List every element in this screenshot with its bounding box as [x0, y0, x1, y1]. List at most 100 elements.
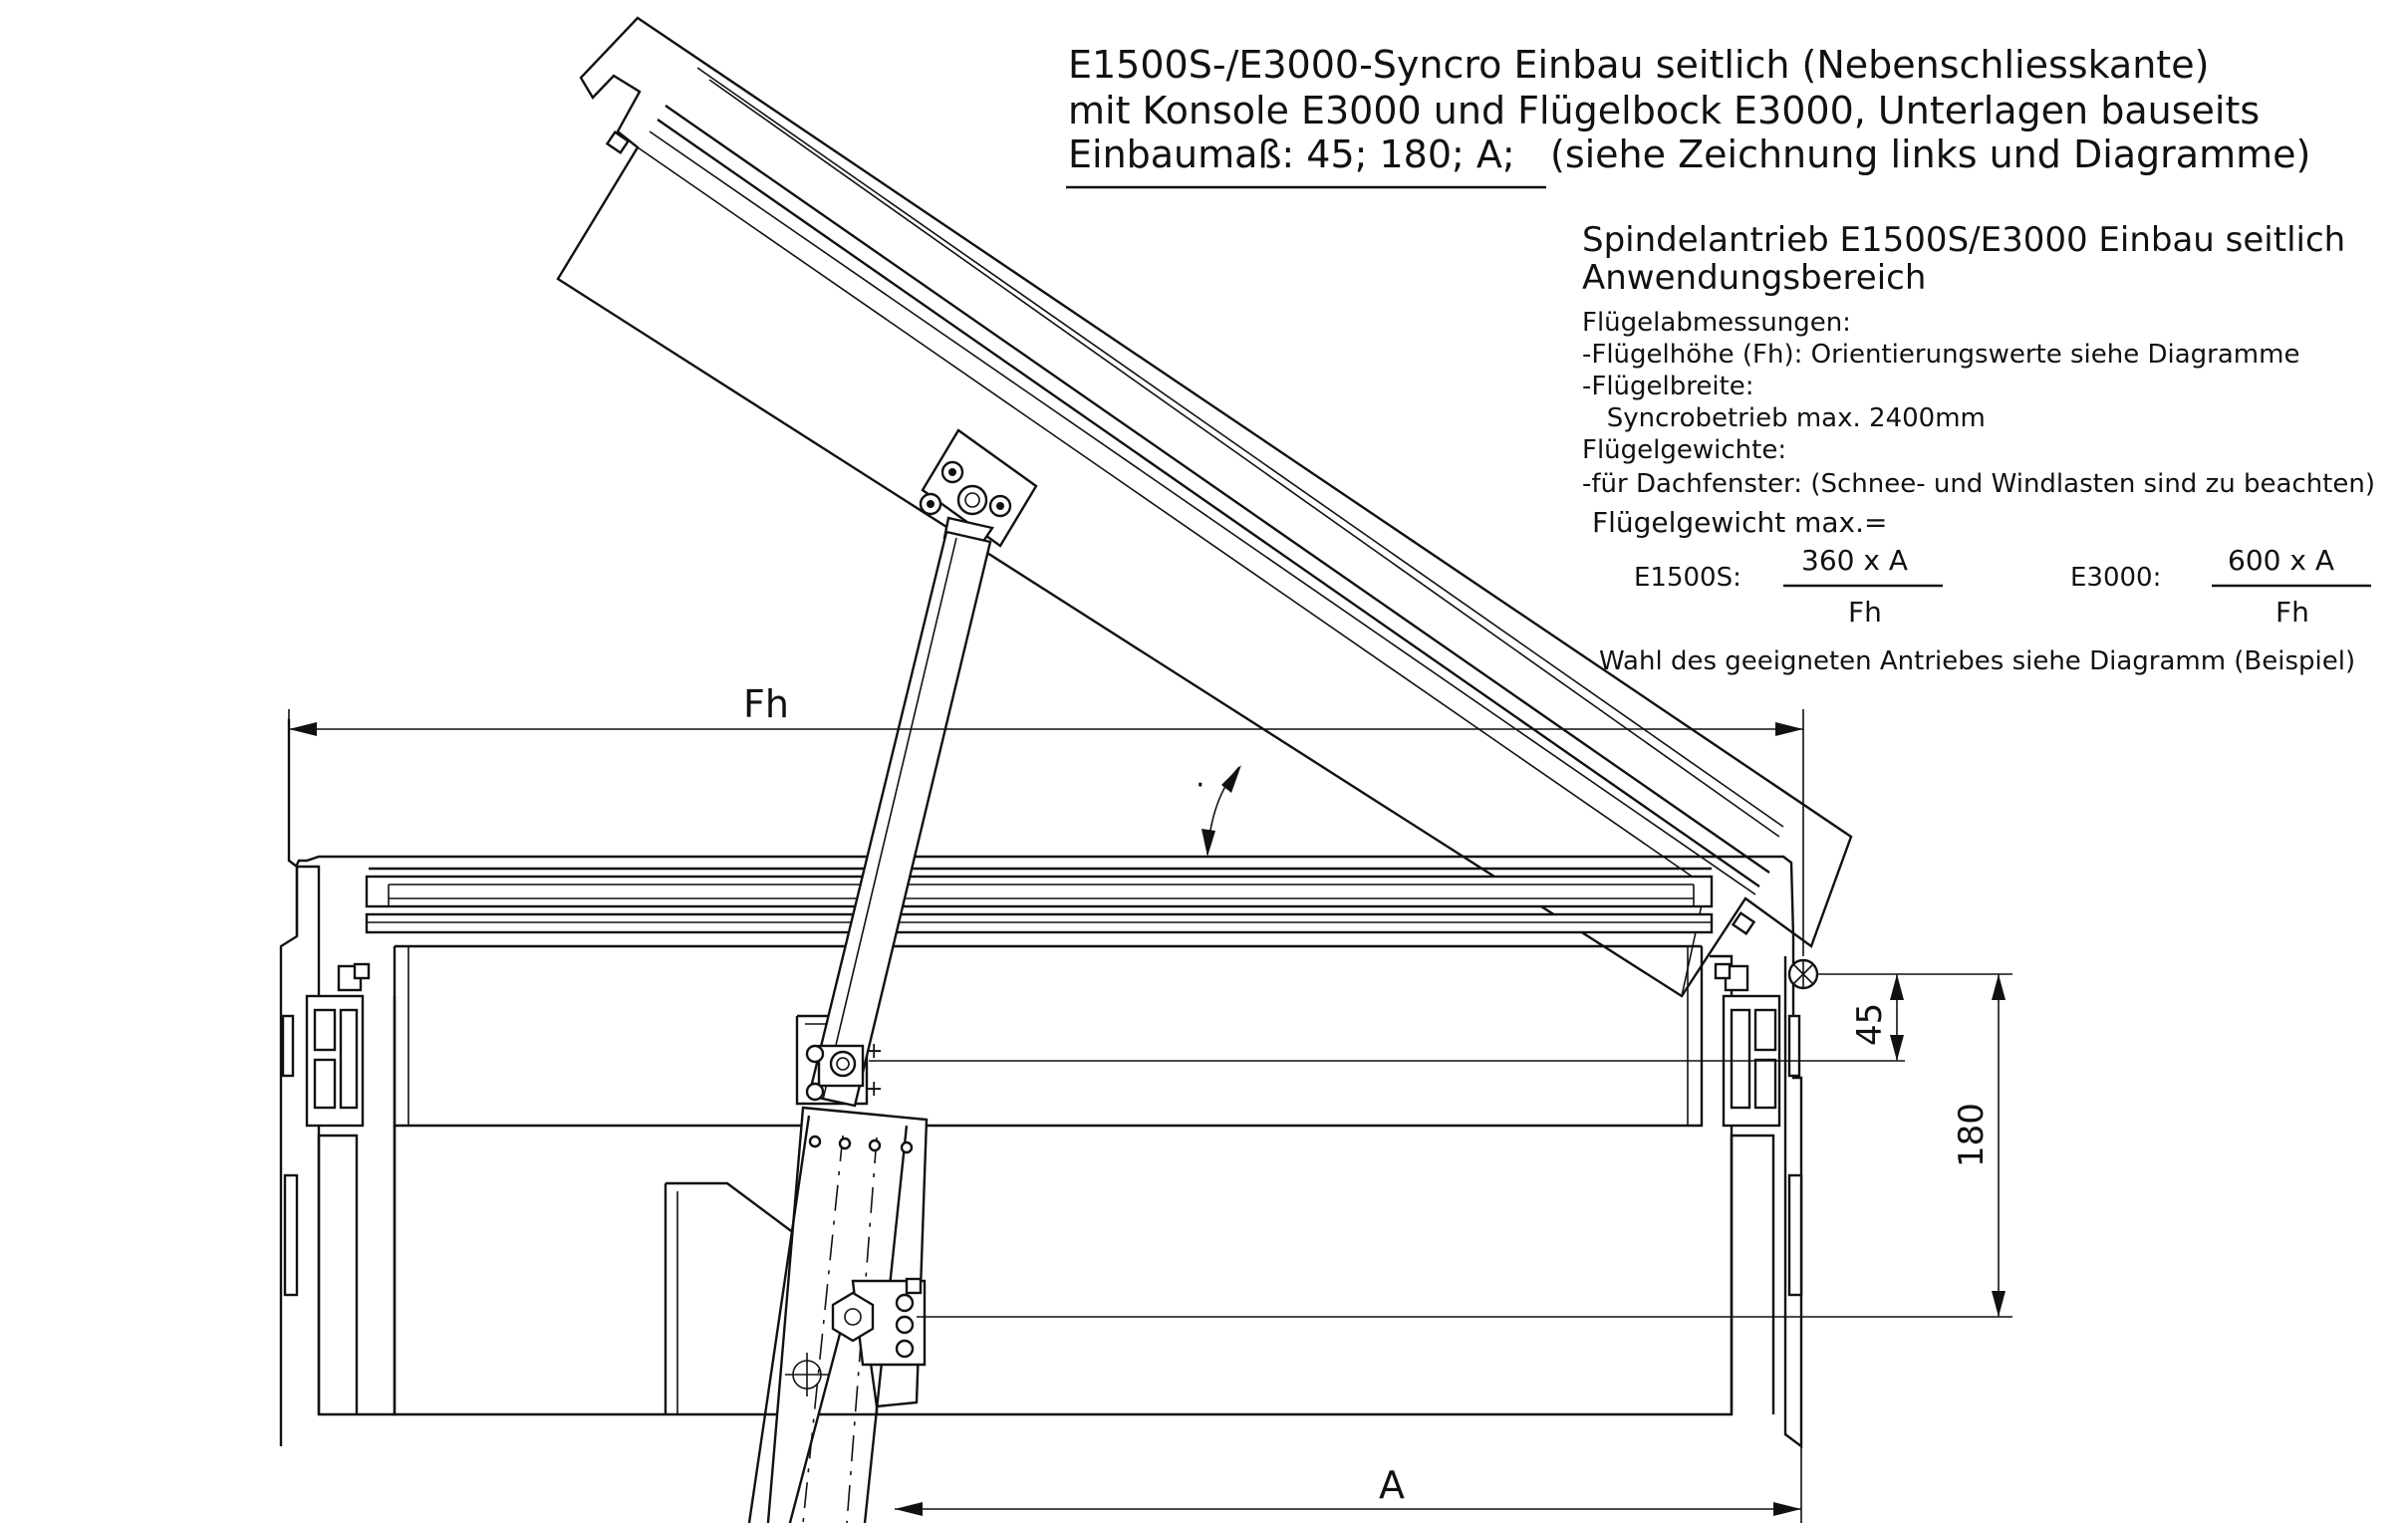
title-text: E1500S-/E3000-Syncro Einbau seitlich (Ne… — [1068, 43, 2209, 87]
console-pivot-bolt-icon — [829, 1050, 857, 1078]
spec-line: -Flügelbreite: — [1582, 372, 1754, 401]
lower-mount-nut-icon — [831, 1291, 875, 1343]
dimension-180: 180 — [917, 974, 2012, 1318]
actuator-hole-icon — [808, 1135, 822, 1148]
actuator-centerline — [846, 1137, 878, 1523]
a-label: A — [1379, 1463, 1405, 1507]
dim45-arrow-bottom — [1890, 1035, 1904, 1061]
angle-arrow-up — [1221, 765, 1241, 793]
right-seal — [1714, 962, 1732, 980]
left-profile — [339, 1008, 359, 1110]
dim180-arrow-top — [1992, 974, 2006, 1000]
title-block: E1500S-/E3000-Syncro Einbau seitlich (Ne… — [1066, 43, 2310, 189]
sash-glass-line — [657, 119, 1760, 888]
bracket-bolt-icon — [948, 468, 956, 476]
sash-inner-line — [637, 146, 1705, 886]
mounting-note-text: (siehe Zeichnung links und Diagramme) — [1550, 132, 2310, 176]
spec-line: Flügelabmessungen: — [1582, 308, 1851, 338]
right-gasket — [1787, 1014, 1801, 1078]
sash-glass-line — [665, 105, 1770, 874]
mounting-dimensions-text: Einbaumaß: 45; 180; A; — [1068, 132, 1515, 176]
spec-footer: Wahl des geeigneten Antriebes siehe Diag… — [1599, 646, 2355, 676]
subtitle-text: mit Konsole E3000 und Flügelbock E3000, … — [1068, 89, 2260, 132]
formula-e3000-numerator: 600 x A — [2228, 544, 2334, 577]
right-gasket — [1787, 1173, 1803, 1297]
lower-mount-bolt-icon — [895, 1315, 915, 1335]
actuator-tube-line — [822, 537, 957, 1101]
actuator-centerline — [802, 1135, 844, 1523]
dimension-a: A — [895, 1446, 1802, 1523]
dimension-fh: Fh — [288, 682, 1804, 956]
lower-mount-cap — [905, 1277, 923, 1295]
spec-subheading: Anwendungsbereich — [1582, 258, 1926, 298]
formula-e3000-label: E3000: — [2070, 563, 2161, 593]
spec-line: Flügelgewichte: — [1582, 435, 1786, 465]
bracket-pivot-icon — [956, 484, 988, 516]
sash-glass-line — [696, 67, 1784, 828]
angle-arrow-down — [1202, 829, 1215, 857]
console-cross-mark: + — [865, 1077, 883, 1102]
dim180-arrow-bottom — [1992, 1291, 2006, 1317]
left-seal — [353, 962, 371, 980]
formula-e3000-denominator: Fh — [2275, 596, 2309, 629]
actuator-hole-icon — [900, 1141, 914, 1154]
left-gasket — [281, 1014, 295, 1078]
spec-line: -für Dachfenster: (Schnee- und Windlaste… — [1582, 469, 2375, 499]
bracket-pivot-icon — [964, 492, 980, 508]
dim45-arrow-top — [1890, 974, 1904, 1000]
right-profile — [1730, 1008, 1751, 1110]
open-sash — [556, 16, 1853, 998]
dim45-label: 45 — [1850, 1003, 1890, 1046]
left-profile — [313, 1008, 337, 1052]
lower-mount-bolt-icon — [895, 1293, 915, 1313]
dimension-45: 45 — [869, 973, 2012, 1062]
closed-glass-upper — [365, 875, 1714, 908]
weight-label: Flügelgewicht max.= — [1592, 506, 1887, 539]
formula-e1500s-denominator: Fh — [1848, 596, 1882, 629]
dimension-angle: · — [1196, 765, 1241, 857]
left-gasket — [283, 1173, 299, 1297]
bracket-bolt-icon — [927, 500, 935, 508]
fh-arrow-left — [289, 722, 317, 736]
bracket-bolt-icon — [996, 502, 1004, 510]
dim180-label: 180 — [1952, 1103, 1992, 1167]
a-arrow-right — [1773, 1502, 1801, 1516]
actuator-body-line — [747, 1115, 811, 1523]
frame-left-inner — [297, 865, 397, 1416]
sash-seal — [605, 130, 631, 154]
console-bolt-icon — [805, 1044, 825, 1064]
actuator-tube — [807, 530, 992, 1108]
spec-heading: Spindelantrieb E1500S/E3000 Einbau seitl… — [1582, 220, 2345, 260]
frame-right-wall — [1730, 1134, 1775, 1414]
left-profile — [313, 1058, 337, 1110]
roof-frame — [279, 719, 1819, 1449]
fh-label: Fh — [743, 682, 789, 726]
sash-glass-line — [649, 130, 1756, 895]
closed-sash-body — [393, 946, 1704, 1128]
frame-left-wall — [317, 1134, 359, 1414]
fh-arrow-right — [1775, 722, 1803, 736]
closed-glass-lower — [365, 912, 1714, 934]
actuator-hole-icon — [838, 1137, 852, 1150]
console-pivot-bolt-icon — [836, 1057, 850, 1071]
frame-lower-box — [393, 1126, 1734, 1416]
right-profile — [1753, 1008, 1777, 1052]
angle-mark: · — [1196, 768, 1205, 803]
console-bolt-icon — [805, 1082, 825, 1102]
lower-mount-bolt-icon — [895, 1339, 915, 1359]
formula-e1500s-numerator: 360 x A — [1801, 544, 1908, 577]
actuator-hole-icon — [868, 1139, 882, 1152]
sash-glass-line — [708, 79, 1780, 838]
frame-top-outline — [295, 855, 1795, 937]
spec-line: Syncrobetrieb max. 2400mm — [1582, 403, 1986, 433]
frame-right-outer — [1783, 956, 1803, 1449]
spec-block: Spindelantrieb E1500S/E3000 Einbau seitl… — [1582, 220, 2375, 676]
formula-e1500s-label: E1500S: — [1634, 563, 1741, 593]
sash-seal — [1731, 911, 1756, 935]
spec-line: -Flügelhöhe (Fh): Orientierungswerte sie… — [1582, 340, 2299, 370]
spindle-actuator: + + — [747, 428, 1038, 1523]
lower-mount-nut-icon — [844, 1308, 862, 1326]
console-cross-mark: + — [865, 1039, 883, 1064]
a-arrow-left — [895, 1502, 923, 1516]
